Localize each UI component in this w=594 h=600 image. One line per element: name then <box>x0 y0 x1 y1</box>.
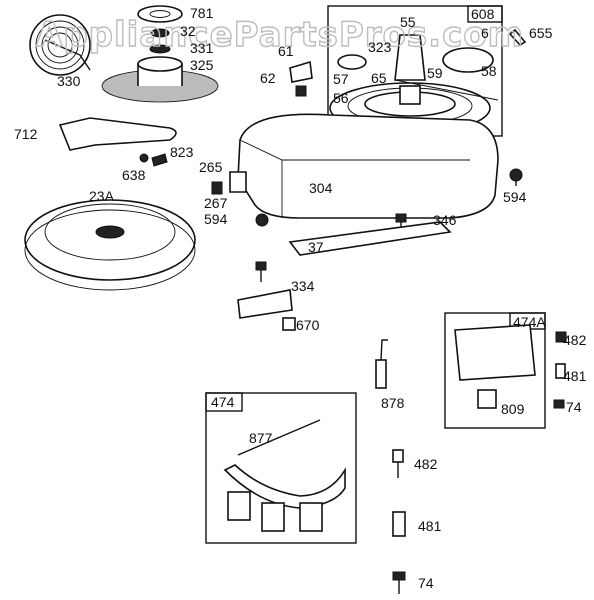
part-32-screw <box>150 28 170 38</box>
label-331: 331 <box>190 40 214 56</box>
part-331-washer <box>149 44 171 54</box>
label-655: 655 <box>529 25 553 41</box>
part-670-spacer <box>282 317 296 331</box>
label-55: 55 <box>400 14 416 30</box>
label-323: 323 <box>368 39 392 55</box>
part-823-clip <box>151 153 168 167</box>
label-481-a: 481 <box>563 368 587 384</box>
label-56: 56 <box>333 90 349 106</box>
part-594-screw-right <box>509 168 523 186</box>
assembly-box-474 <box>205 392 357 544</box>
label-608: 608 <box>471 6 495 22</box>
label-325: 325 <box>190 57 214 73</box>
label-37: 37 <box>308 239 324 255</box>
label-65: 65 <box>371 70 387 86</box>
label-638: 638 <box>122 167 146 183</box>
label-474A: 474A <box>513 314 546 330</box>
part-267-screw <box>211 181 223 195</box>
label-781: 781 <box>190 5 214 21</box>
part-61-bracket <box>289 60 313 83</box>
part-74-screw-b <box>392 571 406 594</box>
label-265: 265 <box>199 159 223 175</box>
label-59: 59 <box>427 65 443 81</box>
label-62: 62 <box>260 70 276 86</box>
part-334-screw <box>255 261 267 282</box>
part-330-spring <box>29 14 91 76</box>
label-877: 877 <box>249 430 273 446</box>
part-481-spacer-b <box>392 511 406 537</box>
part-712-bracket <box>58 117 177 151</box>
part-655-clip <box>508 28 527 47</box>
label-23A: 23A <box>89 188 115 204</box>
part-23A-flywheel <box>24 199 196 291</box>
label-481-b: 481 <box>418 518 442 534</box>
part-325-pulley <box>101 56 219 103</box>
part-638-screw <box>139 153 149 163</box>
label-6: 6 <box>481 25 489 41</box>
label-267: 267 <box>204 195 228 211</box>
label-74-a: 74 <box>566 399 582 415</box>
part-74-screw-a <box>553 399 565 409</box>
watermark-text: AppliancePartsPros.com <box>36 15 524 55</box>
part-781-washer <box>137 5 183 23</box>
part-878-lead <box>375 339 388 389</box>
label-304: 304 <box>309 180 333 196</box>
label-57: 57 <box>333 71 349 87</box>
label-61: 61 <box>278 43 294 59</box>
label-878: 878 <box>381 395 405 411</box>
label-809: 809 <box>501 401 525 417</box>
label-594-right: 594 <box>503 189 527 205</box>
assembly-box-474A <box>444 312 546 429</box>
part-594-screw-left <box>255 213 269 227</box>
label-74-b: 74 <box>418 575 434 591</box>
label-712: 712 <box>14 126 38 142</box>
label-482-b: 482 <box>414 456 438 472</box>
part-37-baffle <box>288 221 452 256</box>
label-594-left: 594 <box>204 211 228 227</box>
part-62-nut <box>295 85 307 97</box>
part-482-screw-b <box>392 449 404 478</box>
label-330: 330 <box>57 73 81 89</box>
label-58: 58 <box>481 63 497 79</box>
label-482-a: 482 <box>563 332 587 348</box>
part-304-blower-housing <box>237 113 499 219</box>
label-823: 823 <box>170 144 194 160</box>
part-265-bracket <box>229 171 247 193</box>
label-32: 32 <box>180 23 196 39</box>
label-474: 474 <box>211 394 235 410</box>
label-334: 334 <box>291 278 315 294</box>
part-482-screw-a <box>555 331 567 343</box>
label-670: 670 <box>296 317 320 333</box>
part-481-spacer-a <box>555 363 566 379</box>
label-346: 346 <box>433 212 457 228</box>
part-334-armature <box>237 289 293 319</box>
